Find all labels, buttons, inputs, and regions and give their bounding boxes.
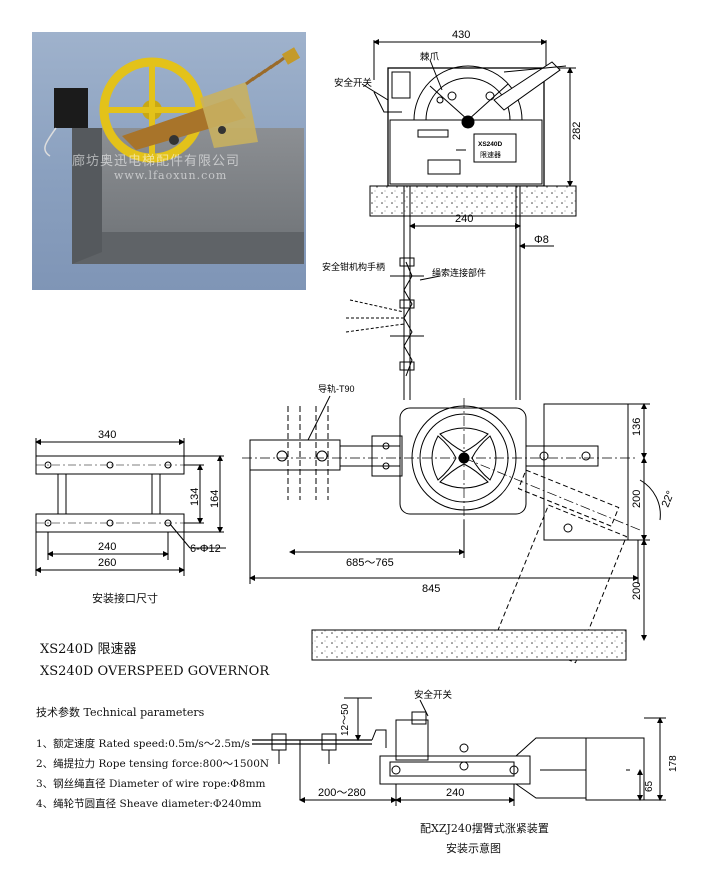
title-cn: XS240D 限速器 [40,642,137,657]
product-photo: 廊坊奥迅电梯配件有限公司 www.lfaoxun.com [32,32,306,290]
dim-12-50: 12～50 [340,703,351,736]
wire-ropes [403,186,554,400]
dim-angle-22: 22° [660,489,677,509]
governor-front-view [361,39,576,187]
dim-260: 260 [98,557,116,569]
dim-134: 134 [189,488,201,506]
dim-282: 282 [571,122,583,140]
floor-slab-top [369,185,577,217]
dim-phi8: Φ8 [534,234,549,246]
label-guide-rail: 导轨-T90 [318,383,355,394]
label-ratchet: 棘爪 [420,52,440,63]
dim-430: 430 [452,29,470,41]
floor-slab-bottom [311,629,627,661]
watermark-company: 廊坊奥迅电梯配件有限公司 [72,154,241,169]
dim-240-mount: 240 [98,541,116,553]
housing-base-shape [72,232,304,264]
dim-178: 178 [668,755,679,772]
dim-240-tension: 240 [446,787,464,799]
spring-shape [245,56,285,86]
title-en: XS240D OVERSPEED GOVERNOR [40,664,270,679]
governor-photo-illustration [44,47,304,264]
param-2: 2、绳提拉力 Rope tensing force:800～1500N [36,758,270,770]
side-panel-shape [72,128,102,264]
dim-200-lower: 200 [631,582,643,600]
cable-shape [44,127,57,157]
plate-name: 限速器 [480,150,501,159]
dim-200-280: 200～280 [318,787,366,799]
tension-pulley-view [242,398,661,664]
mounting-interface-view [35,438,226,576]
dim-340: 340 [98,429,116,441]
watermark-url: www.lfaoxun.com [114,169,228,182]
tension-caption-2: 安装示意图 [446,842,501,855]
tech-heading: 技术参数 Technical parameters [36,706,205,719]
param-4: 4、绳轮节圆直径 Sheave diameter:Φ240mm [36,798,262,810]
param-3: 3、钢丝绳直径 Diameter of wire rope:Φ8mm [36,778,266,790]
label-safety-gear-handle: 安全钳机构手柄 [322,261,385,272]
dim-136: 136 [631,418,643,436]
dim-845: 845 [422,583,440,595]
label-safety-switch-top: 安全开关 [334,77,373,89]
plate-model: XS240D [478,141,503,148]
switch-box-shape [54,88,88,128]
label-safety-switch-bottom: 安全开关 [414,689,453,701]
param-1: 1、额定速度 Rated speed:0.5m/s～2.5m/s [36,738,250,750]
label-rope-connector: 绳索连接部件 [432,267,486,278]
tension-device-install-view [252,697,666,806]
dim-685-765: 685～765 [346,557,394,569]
mount-caption: 安装接口尺寸 [92,592,158,605]
bracket-shape [200,82,258,148]
dim-240-top: 240 [455,213,473,225]
dim-200-upper: 200 [631,490,643,508]
guide-rail [287,395,331,500]
tension-caption-1: 配XZJ240摆臂式涨紧装置 [420,822,549,835]
label-holes: 6-Φ12 [190,543,221,555]
dim-65: 65 [644,780,655,792]
rope-connector-assembly [345,257,441,377]
dim-164: 164 [209,490,221,508]
